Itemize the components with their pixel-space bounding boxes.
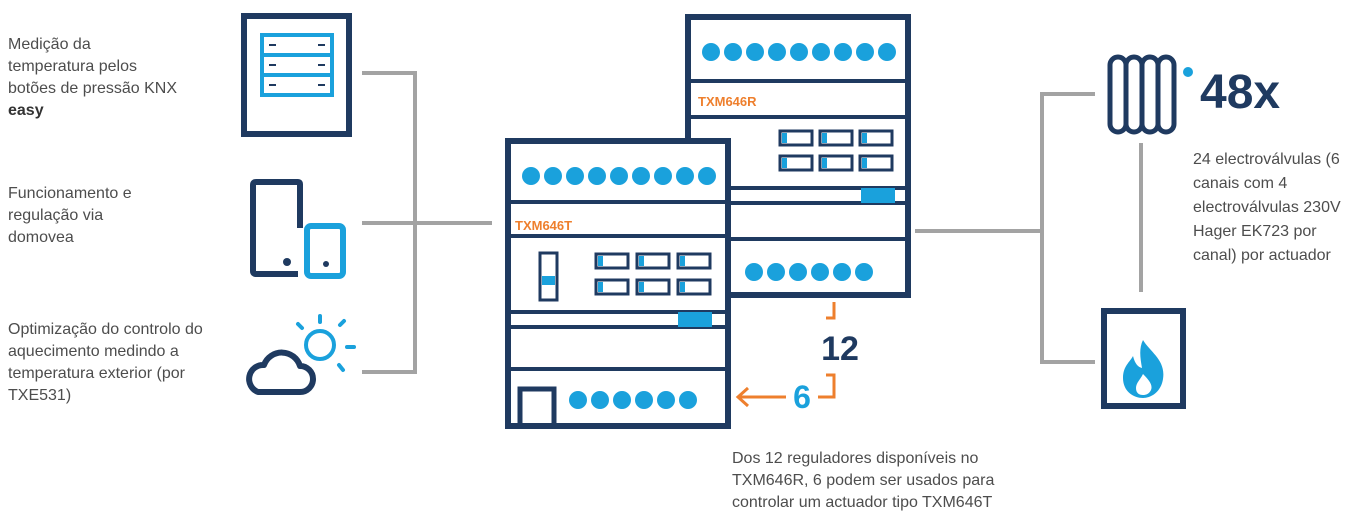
back-device-label: TXM646R <box>698 94 757 109</box>
actuator-txm646r: TXM646R <box>685 14 911 298</box>
back-top-terminals <box>702 43 896 61</box>
front-bottom-terminals <box>569 391 697 409</box>
front-top-terminals <box>522 167 716 185</box>
front-device-label: TXM646T <box>515 218 572 233</box>
thermostat-description: Medição da temperatura pelos botões de p… <box>8 34 178 122</box>
push-button-icon <box>241 13 352 137</box>
back-bottom-terminals <box>745 263 873 281</box>
total-regulators-count: 12 <box>821 330 859 368</box>
domovea-description: Funcionamento e regulação via domovea <box>8 185 132 246</box>
thermostat-description-text: Medição da temperatura pelos botões de p… <box>8 36 177 97</box>
channel-arrow <box>735 302 836 408</box>
used-regulators-count: 6 <box>793 379 811 415</box>
weather-icon <box>246 314 356 395</box>
easy-label: easy <box>8 102 44 119</box>
outdoor-sensor-description: Optimização do controlo do aquecimento m… <box>8 321 203 404</box>
radiator-icon <box>1107 54 1193 135</box>
footnote: Dos 12 reguladores disponíveis no TXM646… <box>732 450 995 511</box>
front-channel-buttons <box>594 252 712 296</box>
back-channel-buttons <box>778 129 894 172</box>
valves-description: 24 electroválvulas (6 canais com 4 elect… <box>1193 151 1341 264</box>
right-connectors <box>915 92 1143 364</box>
front-switch <box>538 251 559 302</box>
tablet-phone-icon <box>250 179 346 279</box>
boiler-icon <box>1101 308 1186 409</box>
actuator-txm646t: TXM646T <box>505 138 731 429</box>
front-mount-clip <box>517 386 557 426</box>
valve-multiplier: 48x <box>1200 66 1280 119</box>
left-connectors <box>362 71 492 374</box>
